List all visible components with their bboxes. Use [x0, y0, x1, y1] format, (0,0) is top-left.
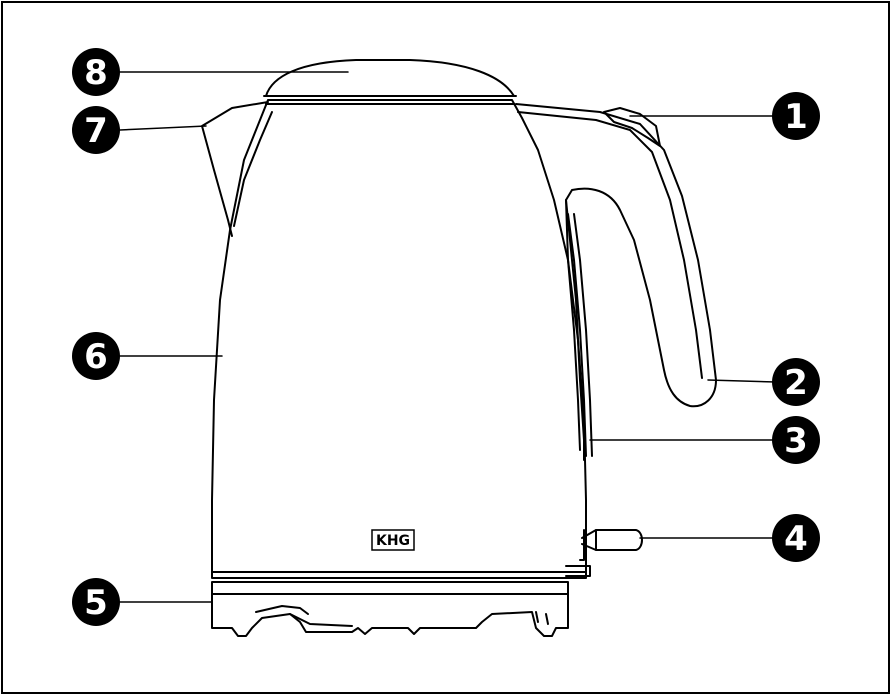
callout-number: 6: [84, 337, 108, 377]
callout-badge-5: 5: [72, 578, 120, 626]
callout-badge-6: 6: [72, 332, 120, 380]
kettle-illustration: [119, 59, 777, 637]
callout-number: 7: [84, 111, 108, 151]
callout-number: 1: [784, 97, 808, 137]
lid-release-button: [603, 107, 661, 147]
callout-badge-1: 1: [772, 92, 820, 140]
base-station: [211, 581, 569, 637]
water-level-window: [567, 213, 593, 457]
callout-badge-7: 7: [72, 106, 120, 154]
callout-circle: [72, 48, 120, 96]
spout: [201, 101, 273, 237]
callout-number: 4: [784, 519, 808, 559]
brand-logo-text: KHG: [376, 533, 410, 549]
callout-circle: [772, 358, 820, 406]
brand-logo: KHG: [371, 529, 415, 551]
callout-number: 5: [84, 583, 108, 623]
callout-circle: [72, 578, 120, 626]
leader-lines: [119, 71, 777, 603]
callout-number: 3: [784, 421, 808, 461]
kettle-body: [211, 95, 587, 579]
lid: [265, 59, 515, 97]
callout-number: 8: [84, 53, 108, 93]
on-off-switch: [565, 529, 643, 577]
callout-badge-4: 4: [772, 514, 820, 562]
callout-badge-2: 2: [772, 358, 820, 406]
callout-circle: [72, 332, 120, 380]
callout-number: 2: [784, 363, 808, 403]
leader-line-7: [119, 125, 207, 131]
callout-circle: [772, 416, 820, 464]
callout-circle: [772, 92, 820, 140]
callout-badge-8: 8: [72, 48, 120, 96]
leader-line-2: [707, 379, 777, 383]
callout-circle: [72, 106, 120, 154]
callout-badge-3: 3: [772, 416, 820, 464]
callout-circle: [772, 514, 820, 562]
callout-badges: 1 2 3 4 5 6 7 8: [72, 48, 820, 626]
